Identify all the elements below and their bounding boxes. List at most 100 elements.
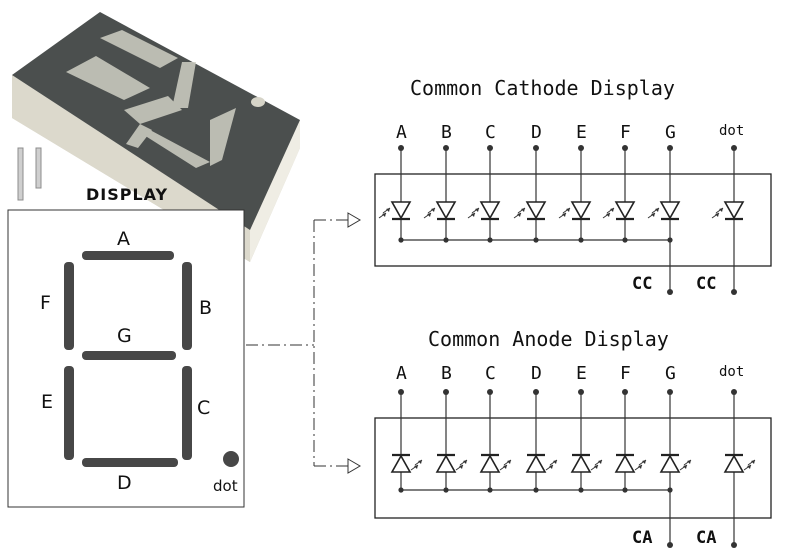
emission-arrowhead-icon <box>463 460 467 464</box>
segment-a-bar <box>82 251 174 260</box>
led-diode-icon <box>390 201 412 220</box>
led-diode-icon <box>435 201 457 220</box>
segment-f-label: F <box>40 292 51 314</box>
anode-pin-label: E <box>576 363 587 384</box>
cathode-pin-label: E <box>576 122 587 143</box>
segment-c-bar <box>182 366 192 460</box>
emission-arrowhead-icon <box>719 208 723 212</box>
anode-common-label: CA <box>696 528 716 548</box>
led-diode-icon <box>614 201 636 220</box>
display-label: DISPLAY <box>86 185 168 204</box>
segment-layout-panel: DISPLAY A B C D E F G dot <box>7 185 245 508</box>
anode-circuit <box>390 389 756 548</box>
cathode-pin-label: D <box>531 122 542 143</box>
anode-common-label: CA <box>632 528 652 548</box>
arrow-to-anode-icon <box>347 458 361 474</box>
anode-pin-label: C <box>485 363 496 384</box>
emission-arrowhead-icon <box>606 213 610 217</box>
emission-arrowhead-icon <box>683 465 687 469</box>
common-anode-section: Common Anode Display A B C D E F G dot C… <box>374 327 772 548</box>
emission-arrowhead-icon <box>655 208 659 212</box>
common-terminal-dot <box>667 542 673 548</box>
led-diode-icon <box>659 454 681 473</box>
emission-arrowhead-icon <box>562 213 566 217</box>
cathode-package-box <box>374 173 772 267</box>
emission-arrowhead-icon <box>642 460 646 464</box>
emission-arrowhead-icon <box>503 465 507 469</box>
emission-arrowhead-icon <box>475 208 479 212</box>
cathode-pin-label: G <box>665 122 676 143</box>
cathode-pin-label: C <box>485 122 496 143</box>
cathode-pin-labels: A B C D E F G dot <box>396 122 744 143</box>
led-diode-icon <box>525 454 547 473</box>
common-cathode-section: Common Cathode Display A B C D E F G dot… <box>374 76 772 295</box>
anode-pin-labels: A B C D E F G dot <box>396 363 744 384</box>
emission-arrowhead-icon <box>610 208 614 212</box>
segment-a-label: A <box>117 228 130 250</box>
emission-arrowhead-icon <box>751 460 755 464</box>
segment-labels: A B C D E F G dot <box>40 228 238 495</box>
emission-arrowhead-icon <box>549 465 553 469</box>
emission-arrowhead-icon <box>715 213 719 217</box>
common-terminal-dot <box>731 289 737 295</box>
segment-g-label: G <box>117 325 132 347</box>
anode-pin-label: A <box>396 363 407 384</box>
emission-arrowhead-icon <box>427 213 431 217</box>
segment-g-bar <box>82 351 176 360</box>
emission-arrowhead-icon <box>517 213 521 217</box>
led-diode-icon <box>614 454 636 473</box>
cathode-circuit <box>378 145 745 295</box>
anode-pin-label: D <box>531 363 542 384</box>
anode-pin-label: G <box>665 363 676 384</box>
arrow-to-cathode-icon <box>347 212 361 228</box>
cathode-common-label: CC <box>632 274 652 294</box>
emission-arrowhead-icon <box>638 465 642 469</box>
segment-dot-label: dot <box>213 477 238 495</box>
segment-f-bar <box>64 262 74 350</box>
common-anode-title: Common Anode Display <box>428 327 669 351</box>
anode-pin-label: dot <box>719 364 744 380</box>
common-terminal-dot <box>731 542 737 548</box>
led-diode-icon <box>659 201 681 220</box>
led-diode-icon <box>570 201 592 220</box>
emission-arrowhead-icon <box>459 465 463 469</box>
led-diode-icon <box>479 201 501 220</box>
emission-arrowhead-icon <box>418 460 422 464</box>
cathode-pin-label: dot <box>719 123 744 139</box>
emission-arrowhead-icon <box>471 213 475 217</box>
emission-arrowhead-icon <box>566 208 570 212</box>
cathode-pin-label: B <box>441 122 452 143</box>
connector-arrows <box>246 212 361 474</box>
segment-bars <box>64 251 239 467</box>
anode-pin-label: F <box>620 363 631 384</box>
segment-d-label: D <box>117 472 132 494</box>
segment-d-bar <box>82 458 178 467</box>
common-cathode-title: Common Cathode Display <box>410 76 675 100</box>
led-diode-icon <box>390 454 412 473</box>
emission-arrowhead-icon <box>431 208 435 212</box>
led-diode-icon <box>723 201 745 220</box>
emission-arrowhead-icon <box>747 465 751 469</box>
led-diode-icon <box>435 454 457 473</box>
common-terminal-dot <box>667 289 673 295</box>
segment-dot <box>223 451 239 467</box>
led-diode-icon <box>525 201 547 220</box>
led-diode-icon <box>570 454 592 473</box>
led-diode-icon <box>723 454 745 473</box>
segment-e-bar <box>64 366 74 460</box>
emission-arrowhead-icon <box>507 460 511 464</box>
emission-arrowhead-icon <box>382 213 386 217</box>
segment-b-label: B <box>199 297 212 319</box>
segment-c-label: C <box>197 397 210 419</box>
emission-arrowhead-icon <box>553 460 557 464</box>
emission-arrowhead-icon <box>414 465 418 469</box>
anode-package-box <box>374 417 772 519</box>
emission-arrowhead-icon <box>598 460 602 464</box>
anode-pin-label: B <box>441 363 452 384</box>
segment-b-bar <box>182 262 192 350</box>
segment-e-label: E <box>41 391 53 413</box>
emission-arrowhead-icon <box>687 460 691 464</box>
led-diode-icon <box>479 454 501 473</box>
emission-arrowhead-icon <box>651 213 655 217</box>
cathode-pin-label: F <box>620 122 631 143</box>
